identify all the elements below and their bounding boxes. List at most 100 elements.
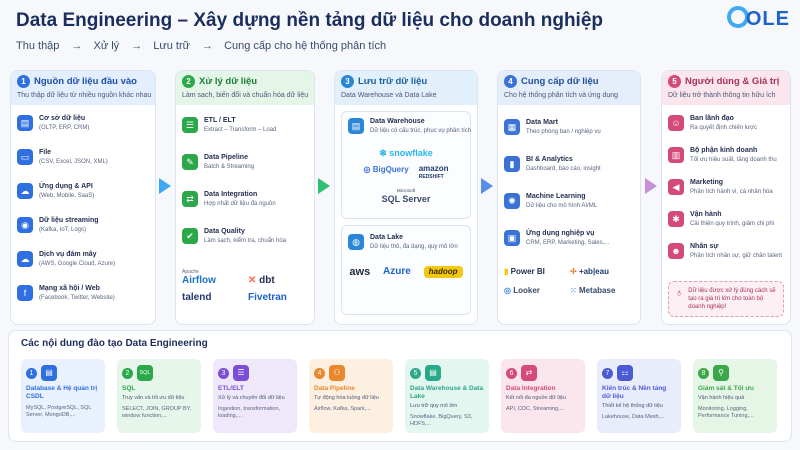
list-item: ☁Dịch vụ đám mây(AWS, Google Cloud, Azur… — [11, 251, 155, 285]
flow-arrow-icon: → — [202, 40, 213, 52]
apps-icon: ▣ — [504, 230, 520, 246]
architecture-icon: ⚏ — [617, 365, 633, 381]
card-examples: Ingestion, transformation, loading,... — [218, 406, 281, 419]
app-icon: ☁ — [17, 183, 33, 199]
tableau-logo: ✢ +ab|eau — [570, 267, 609, 276]
database-icon: ▤ — [17, 115, 33, 131]
card-examples: Airflow, Kafka, Spark,... — [314, 406, 371, 412]
column-title: Cung cấp dữ liệu — [521, 76, 599, 87]
card-examples: Snowflake, BigQuery, S3, HDFS,... — [410, 414, 473, 427]
lake-icon: ◍ — [348, 234, 364, 250]
aws-logo: aws — [349, 266, 371, 278]
list-item: ▭File(CSV, Excel, JSON, XML) — [11, 149, 155, 183]
card-title: SQL — [122, 385, 136, 392]
column-title: Lưu trữ dữ liệu — [358, 76, 428, 87]
card-number: 1 — [26, 367, 37, 379]
page-title: Data Engineering – Xây dựng nền tảng dữ … — [16, 10, 604, 31]
flow-arrow-icon — [159, 178, 171, 194]
column-desc: Dữ liệu trở thành thông tin hữu ích — [668, 92, 776, 99]
monitoring-icon: ⚲ — [713, 365, 729, 381]
card-title: Data Integration — [506, 385, 556, 392]
card-number: 3 — [218, 367, 229, 379]
integration-icon: ⇄ — [182, 191, 198, 207]
column-desc: Thu thập dữ liệu từ nhiều nguồn khác nha… — [17, 92, 152, 99]
flow-step: Xử lý — [93, 40, 120, 52]
flow-arrow-icon: → — [71, 40, 83, 52]
card-subtitle: Tự động hóa luồng dữ liệu — [314, 395, 379, 401]
card-subtitle: Lưu trữ quy mô lớn — [410, 403, 458, 409]
leadership-icon: ☺ — [668, 115, 684, 131]
etl-icon: ☰ — [233, 365, 249, 381]
metabase-logo: ⁙ Metabase — [570, 286, 616, 295]
training-title: Các nội dung đào tạo Data Engineering — [21, 338, 208, 349]
ml-icon: ✺ — [504, 193, 520, 209]
card-subtitle: Vận hành hiệu quả — [698, 395, 745, 401]
flow-arrow-icon — [481, 178, 493, 194]
card-number: 7 — [602, 367, 613, 379]
bi-icon: ▮ — [504, 156, 520, 172]
step-number: 5 — [668, 75, 681, 88]
lake-tools: aws Azure hadoop — [342, 266, 470, 278]
column-desc: Cho hệ thống phân tích và ứng dụng — [504, 92, 619, 99]
card-number: 5 — [410, 367, 421, 379]
card-examples: Monitoring, Logging, Performance Tuning,… — [698, 406, 754, 419]
training-section: Các nội dung đào tạo Data Engineering 1▤… — [8, 330, 792, 442]
list-item: ▤Cơ sở dữ liệu(OLTP, ERP, CRM) — [11, 115, 155, 149]
step-number: 2 — [182, 75, 195, 88]
logo-c-icon — [726, 6, 749, 28]
flow-step: Cung cấp cho hệ thống phân tích — [224, 40, 387, 52]
sql-icon: SQL — [137, 365, 153, 381]
cloud-icon: ☁ — [17, 251, 33, 267]
card-number: 4 — [314, 367, 325, 379]
card-examples: MySQL, PostgreSQL, SQL Server, MongoDB,.… — [26, 405, 92, 418]
powerbi-logo: ▮ Power BI — [504, 267, 545, 276]
card-title: Database & Hệ quản trị CSDL — [26, 385, 98, 400]
flow-arrow-icon — [318, 178, 330, 194]
card-subtitle: Xử lý và chuyển đổi dữ liệu — [218, 395, 285, 401]
file-icon: ▭ — [17, 149, 33, 165]
list-item: ☁Ứng dụng & API(Web, Mobile, SaaS) — [11, 183, 155, 217]
dbt-logo: ✕ dbt — [248, 275, 275, 286]
integration-icon: ⇄ — [521, 365, 537, 381]
bigquery-logo: ◎ BigQuery — [363, 165, 409, 174]
logo: OLE — [726, 6, 790, 31]
column-title: Nguồn dữ liệu đầu vào — [34, 76, 137, 87]
pipeline-icon: ✎ — [182, 154, 198, 170]
step-number: 4 — [504, 75, 517, 88]
data-mart-icon: ▦ — [504, 119, 520, 135]
card-title: Kiến trúc & Nền tảng dữ liệu — [602, 385, 667, 400]
business-icon: ▥ — [668, 147, 684, 163]
operations-icon: ✱ — [668, 211, 684, 227]
hadoop-logo: hadoop — [423, 266, 463, 278]
marketing-icon: ◀ — [668, 179, 684, 195]
card-number: 6 — [506, 367, 517, 379]
